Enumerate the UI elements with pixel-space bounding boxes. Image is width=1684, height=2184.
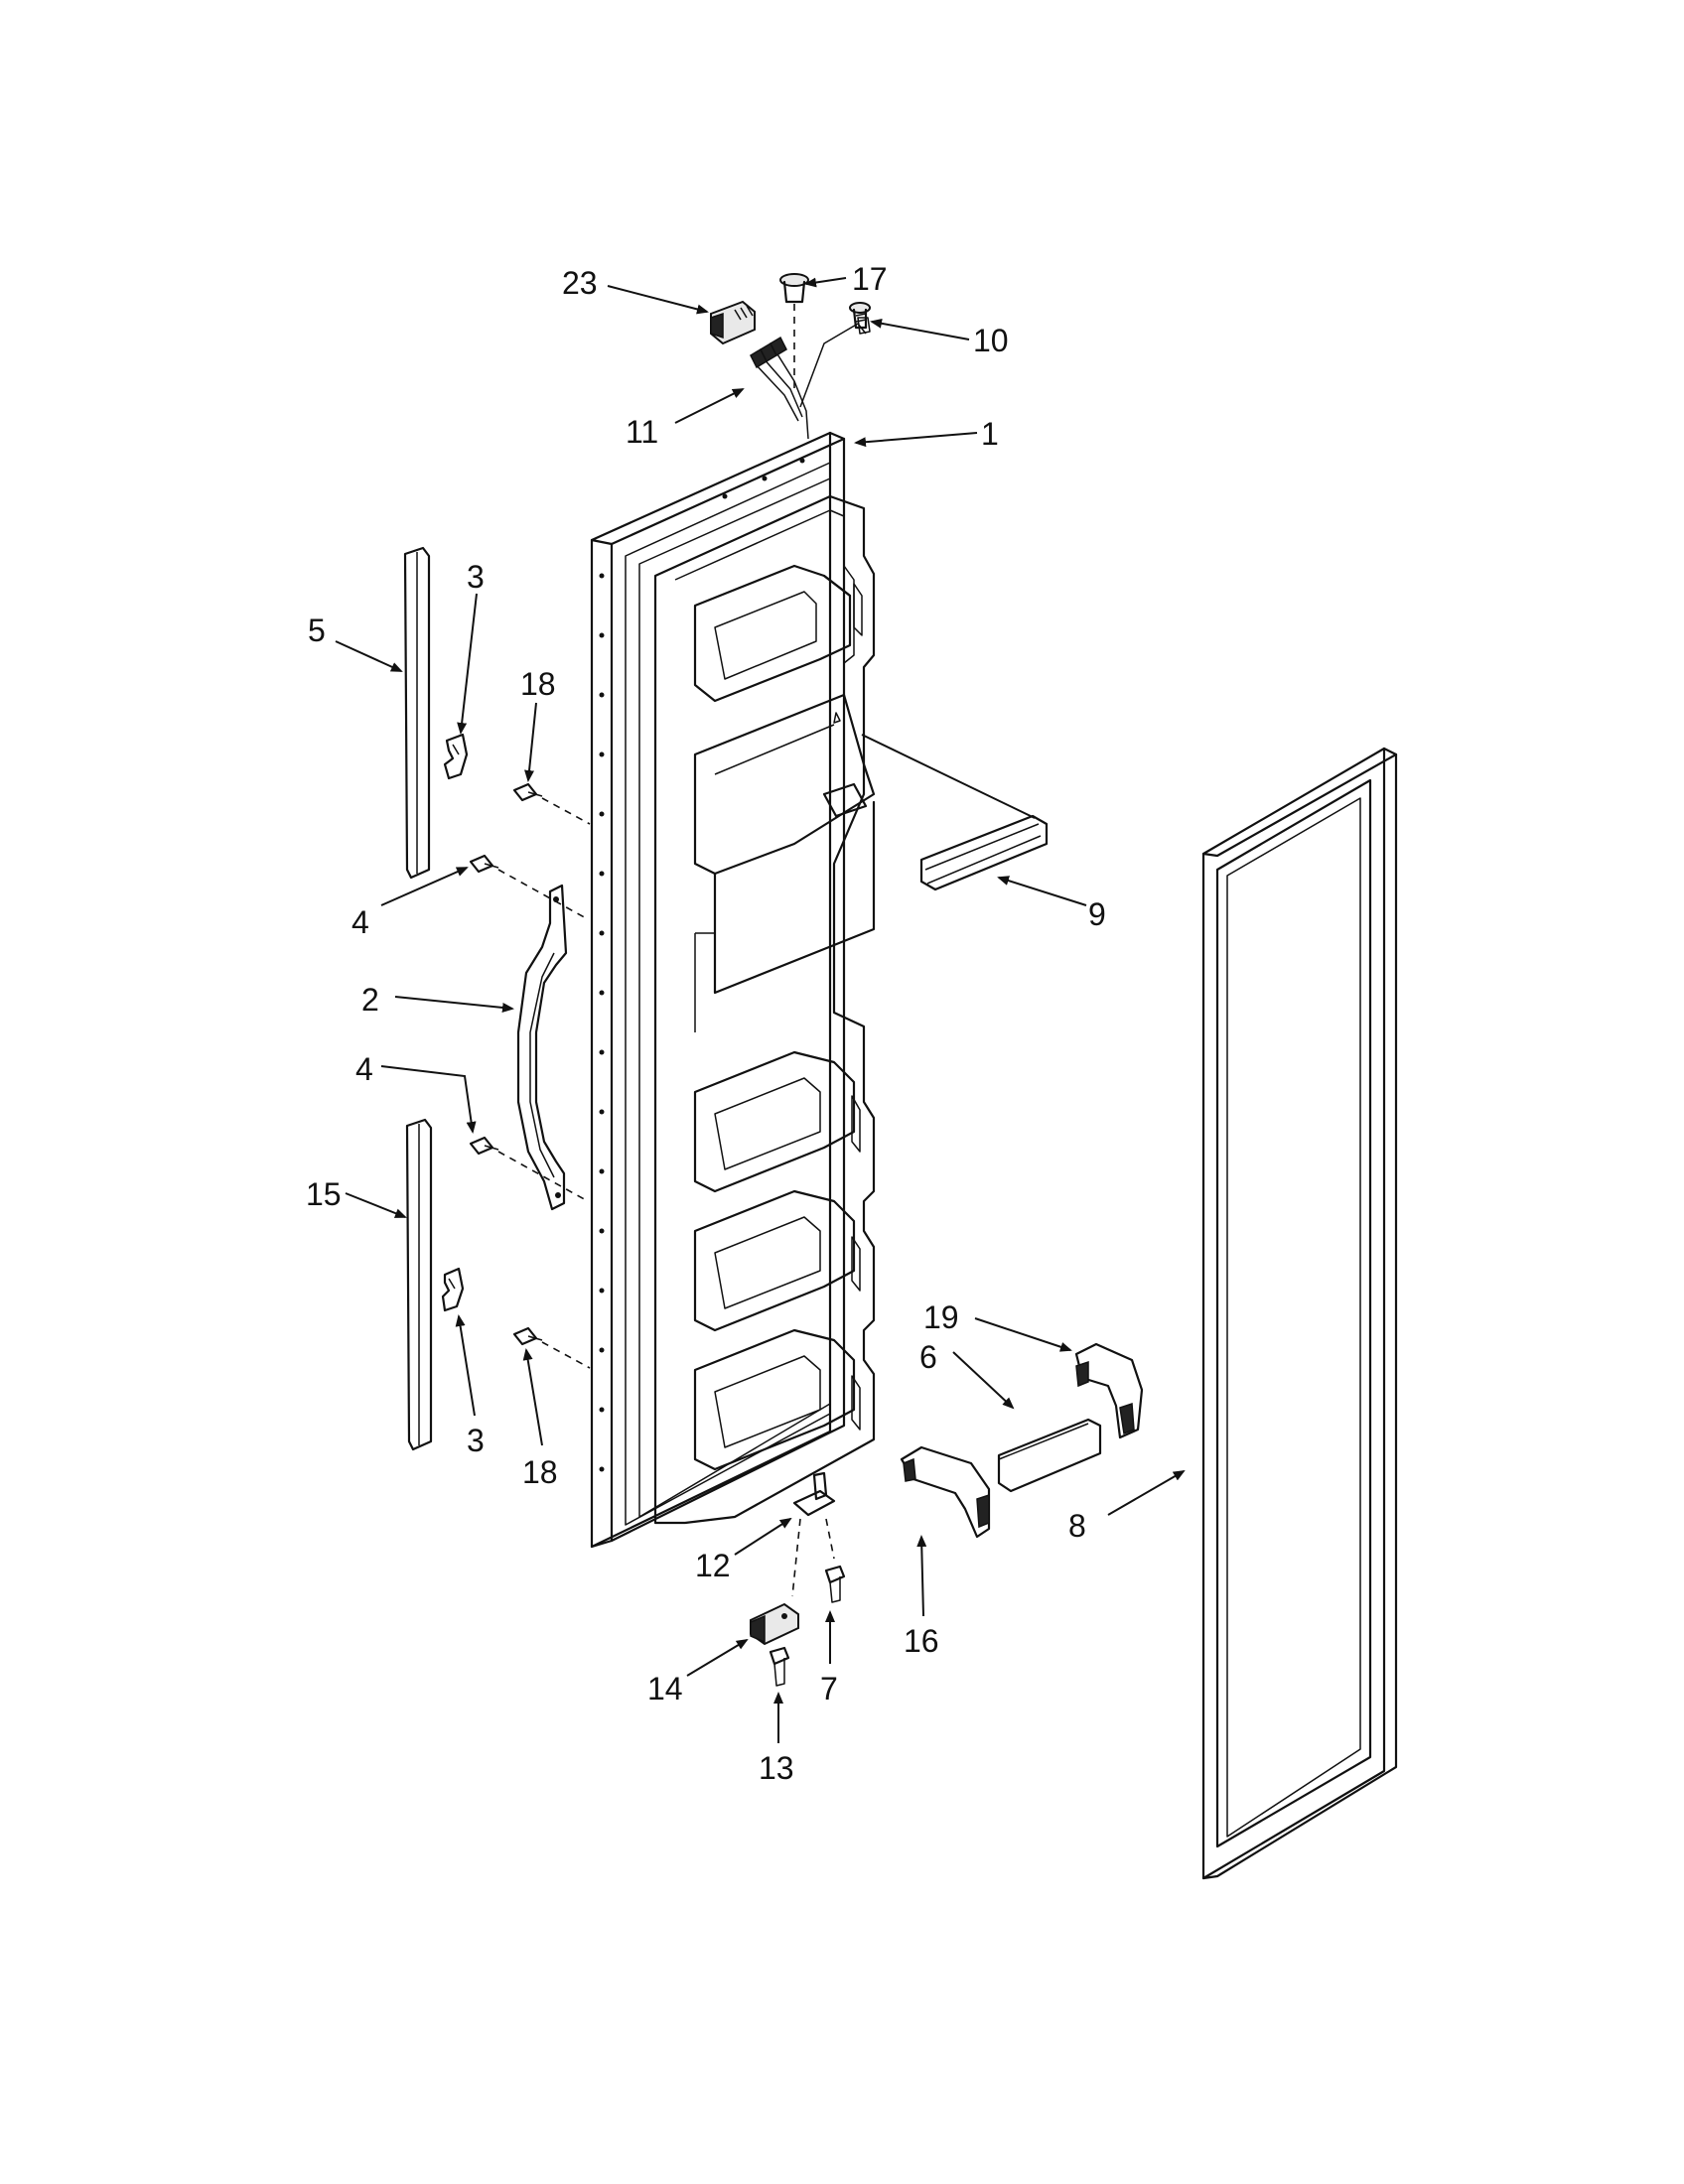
callout-3-upper: 3 (467, 559, 485, 595)
callout-9: 9 (1088, 896, 1106, 932)
hinge-cover-19 (1074, 1342, 1144, 1439)
door-gasket-8 (1201, 747, 1398, 1880)
callout-18-lower: 18 (522, 1454, 558, 1490)
callout-8: 8 (1068, 1508, 1086, 1544)
callout-13: 13 (759, 1750, 794, 1786)
callout-17: 17 (852, 261, 888, 297)
callout-16: 16 (904, 1623, 939, 1659)
door-assembly (590, 431, 876, 1549)
hinge-cover-16 (900, 1445, 991, 1539)
cover-6 (997, 1418, 1102, 1493)
callout-14: 14 (647, 1671, 683, 1706)
screw-4-upper (469, 854, 589, 920)
screw-4-lower (469, 1136, 589, 1202)
callout-3-lower: 3 (467, 1423, 485, 1458)
screw-10 (849, 302, 871, 330)
plug-17 (779, 273, 809, 393)
callout-labels: 23 17 10 11 1 5 3 18 4 9 2 4 15 19 6 3 1… (306, 261, 1106, 1786)
door-flange-holes (599, 458, 805, 1472)
callout-12: 12 (695, 1548, 731, 1583)
callout-10: 10 (973, 323, 1009, 358)
screw-18-lower (512, 1326, 591, 1369)
callout-4-lower: 4 (355, 1051, 373, 1087)
callout-11: 11 (626, 414, 658, 450)
door-handle-2 (516, 884, 568, 1211)
clip-3-upper (443, 733, 469, 780)
trim-strip-15 (405, 1118, 433, 1451)
hinge-pin-12 (791, 1471, 836, 1597)
clip-3-lower (441, 1267, 465, 1312)
callout-2: 2 (361, 982, 379, 1018)
screw-18-upper (512, 782, 591, 825)
callout-4-upper: 4 (351, 904, 369, 940)
callout-6: 6 (919, 1339, 937, 1375)
callout-7: 7 (820, 1671, 838, 1706)
screw-13 (769, 1646, 790, 1687)
callout-19: 19 (923, 1299, 959, 1335)
wire-harness-11 (750, 317, 871, 440)
callout-18-upper: 18 (520, 666, 556, 702)
callout-5: 5 (308, 613, 326, 648)
hinge-block-14 (750, 1602, 799, 1646)
callout-1: 1 (981, 416, 999, 452)
screw-7 (824, 1565, 846, 1603)
leader-lines (335, 277, 1186, 1743)
trim-strip-5 (403, 546, 431, 880)
wire-connector-23 (710, 300, 756, 345)
bracket-9 (861, 734, 1049, 891)
callout-23: 23 (562, 265, 598, 301)
callout-15: 15 (306, 1176, 342, 1212)
